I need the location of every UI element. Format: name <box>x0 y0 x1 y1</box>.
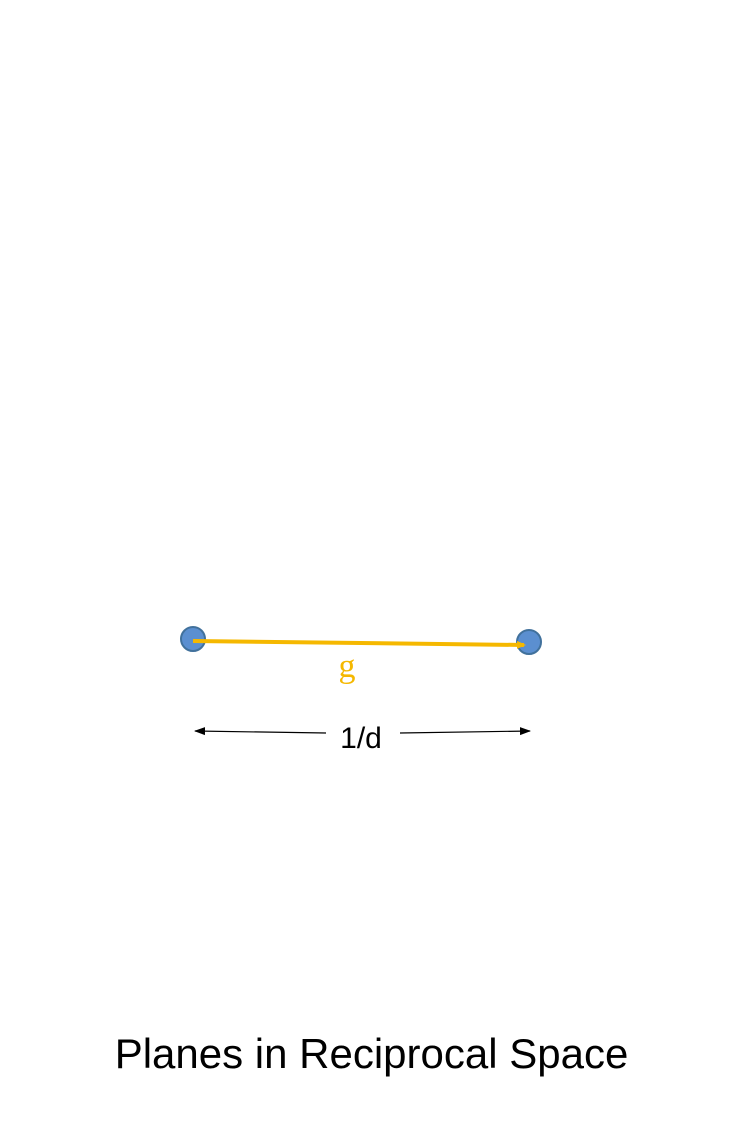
vector-g-arrow <box>192 639 526 649</box>
dimension-line-left <box>194 727 327 736</box>
distance-label: 1/d <box>340 722 382 755</box>
lattice-point-hkl <box>516 629 542 655</box>
dimension-line-right <box>399 727 531 736</box>
vector-g-label: g <box>339 648 356 685</box>
diagram-caption: Planes in Reciprocal Space <box>114 1030 629 1077</box>
lattice-point-origin <box>180 626 206 652</box>
